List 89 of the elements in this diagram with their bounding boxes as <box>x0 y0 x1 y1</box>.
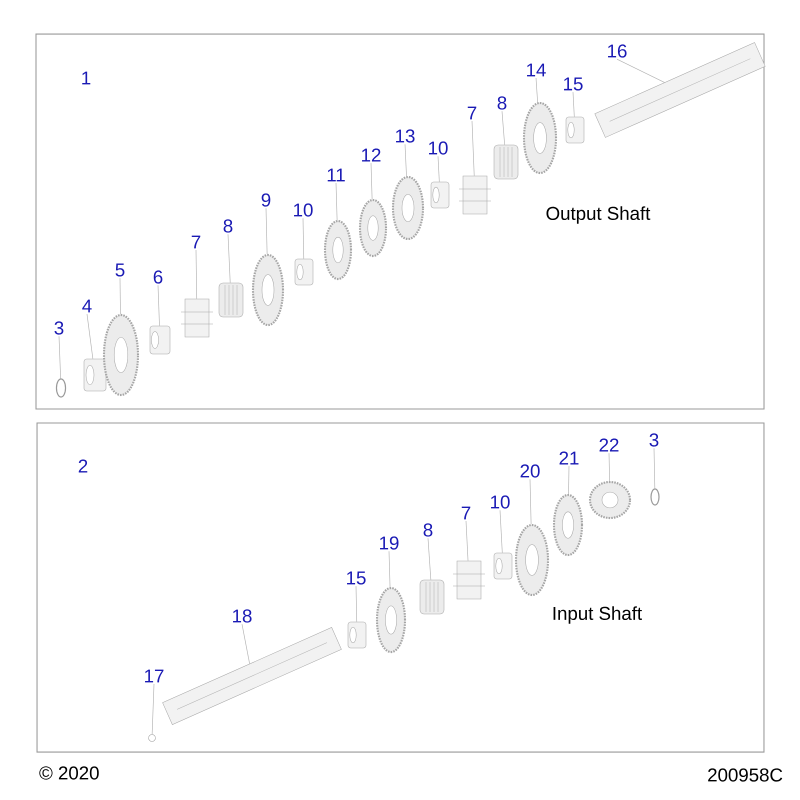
leader-line <box>196 250 198 300</box>
leader-line <box>608 452 610 482</box>
callout-number: 21 <box>560 451 578 465</box>
gear-drawing <box>514 524 550 596</box>
callout-number: 10 <box>491 495 510 509</box>
leader-line <box>428 538 432 580</box>
leader-line <box>120 278 121 314</box>
callout-number: 14 <box>527 64 546 76</box>
callout-number: 19 <box>380 536 398 550</box>
leader-line <box>86 314 94 360</box>
callout-number: 6 <box>154 270 162 284</box>
bushing-drawing <box>566 116 584 144</box>
pin-drawing <box>148 734 156 742</box>
leader-line <box>228 234 231 284</box>
callout-number: 16 <box>608 44 627 58</box>
gear-drawing <box>392 176 424 240</box>
gear-drawing <box>102 314 140 396</box>
leader-line <box>388 550 390 588</box>
callout-number: 11 <box>328 168 345 182</box>
callout-number: 8 <box>224 219 232 233</box>
callout-number: 7 <box>462 506 470 520</box>
gear-drawing <box>324 220 352 280</box>
bushing-drawing <box>150 326 170 354</box>
callout-number: 12 <box>362 148 380 162</box>
callout-number: 3 <box>54 321 64 335</box>
callout-number: 5 <box>116 264 124 277</box>
callout-number: 8 <box>424 523 432 537</box>
bushing-drawing <box>430 182 450 208</box>
bearing-drawing <box>420 580 444 614</box>
callout-number: 10 <box>294 203 313 217</box>
leader-line <box>242 624 250 664</box>
callout-number: 8 <box>498 96 506 110</box>
leader-line <box>466 520 468 562</box>
leader-line <box>158 284 160 326</box>
leader-line <box>336 182 338 220</box>
callout-number: 15 <box>564 78 583 91</box>
leader-line <box>152 684 154 735</box>
gear-drawing <box>588 480 632 520</box>
bushing-drawing <box>84 358 106 392</box>
bushing-drawing <box>494 552 512 580</box>
leader-line <box>404 144 407 176</box>
leader-line <box>500 510 503 554</box>
callout-number: 20 <box>520 464 540 478</box>
callout-number: 7 <box>468 106 476 120</box>
shift-hub-drawing <box>458 176 492 214</box>
copyright-notice: © 2020 <box>39 766 99 780</box>
bushing-drawing <box>348 622 366 648</box>
assembly-label: Input Shaft <box>554 606 642 624</box>
gear-drawing <box>358 198 388 258</box>
gear-drawing <box>552 494 584 556</box>
leader-line <box>616 58 665 83</box>
shaft-drawing <box>162 627 342 725</box>
bearing-drawing <box>218 282 244 318</box>
leader-line <box>536 78 538 103</box>
leader-line <box>58 336 61 379</box>
leader-line <box>370 162 372 200</box>
shift-hub-drawing <box>452 560 486 600</box>
leader-line <box>266 208 268 254</box>
callout-number: 1 <box>82 72 90 84</box>
callout-number: 9 <box>262 193 270 207</box>
leader-line <box>356 586 358 622</box>
bearing-drawing <box>494 144 518 180</box>
leader-line <box>472 120 475 176</box>
leader-line <box>502 110 505 146</box>
leader-line <box>302 218 304 260</box>
bushing-drawing <box>294 258 314 286</box>
leader-line <box>654 448 656 489</box>
callout-number: 7 <box>192 236 200 248</box>
leader-line <box>572 92 575 118</box>
leader-line <box>568 466 570 494</box>
leader-line <box>438 156 440 182</box>
callout-number: 10 <box>429 141 448 155</box>
callout-number: 17 <box>145 670 164 682</box>
ring-drawing <box>650 488 660 506</box>
callout-number: 2 <box>78 459 88 473</box>
gear-drawing <box>376 586 406 654</box>
callout-number: 13 <box>396 129 415 143</box>
callout-number: 3 <box>650 433 658 447</box>
ring-drawing <box>56 378 66 398</box>
drawing-number: 200958C <box>708 768 782 782</box>
callout-number: 18 <box>233 609 252 623</box>
callout-number: 4 <box>82 300 92 312</box>
leader-line <box>530 478 532 524</box>
gear-drawing <box>252 254 284 326</box>
callout-number: 15 <box>347 572 366 585</box>
shift-hub-drawing <box>180 298 214 338</box>
gear-drawing <box>522 102 558 174</box>
assembly-label: Output Shaft <box>546 206 650 224</box>
callout-number: 22 <box>600 438 618 452</box>
